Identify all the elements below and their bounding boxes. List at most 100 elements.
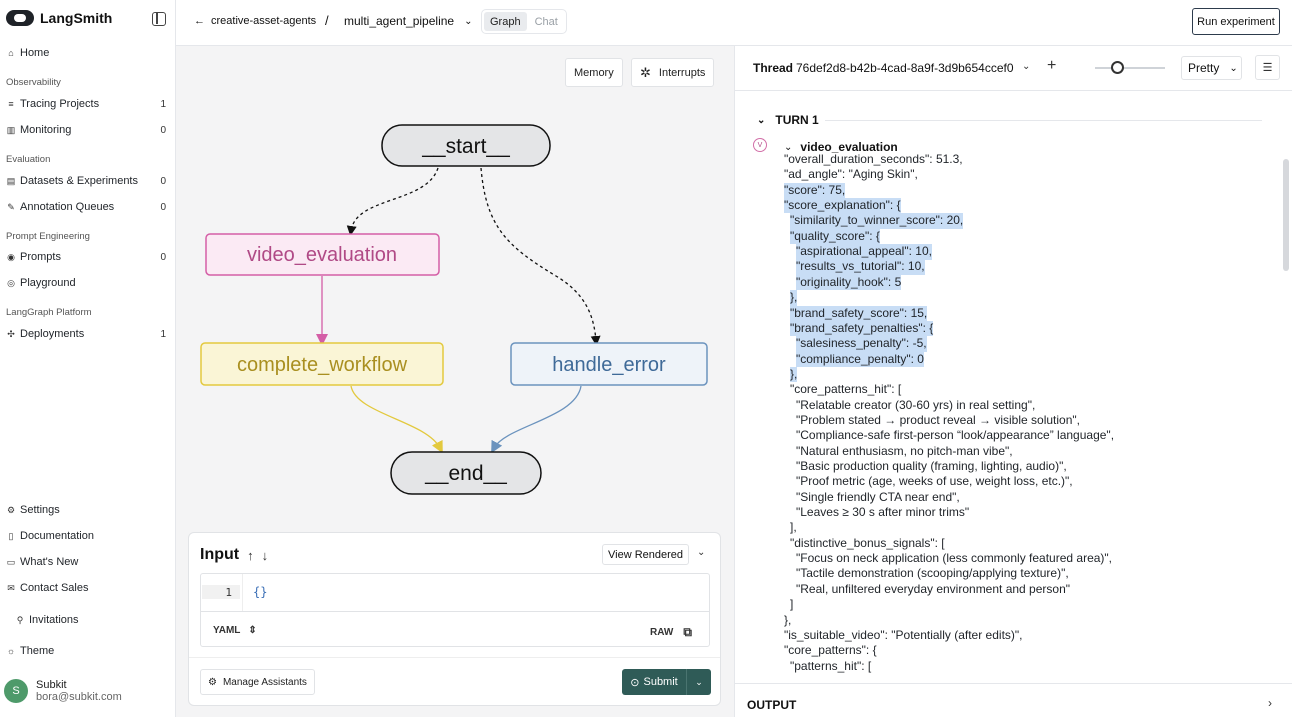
- json-line: "Natural enthusiasm, no pitch-man vibe",: [796, 443, 1013, 458]
- format-select-label: Pretty: [1188, 61, 1220, 75]
- format-selector[interactable]: YAML ⇕: [213, 625, 257, 636]
- edge-start-video-evaluation: [346, 167, 439, 236]
- arrow-up-icon[interactable]: ↑: [247, 547, 254, 563]
- thread-header: Thread 76def2d8-b42b-4cad-8a9f-3d9b654cc…: [735, 46, 1292, 91]
- json-line: "brand_safety_penalties": {: [790, 320, 934, 337]
- json-line: "core_patterns_hit": [: [790, 382, 902, 397]
- tab-chat[interactable]: Chat: [534, 15, 558, 28]
- manage-assistants-label: Manage Assistants: [222, 676, 307, 688]
- output-section[interactable]: OUTPUT ›: [735, 683, 1292, 717]
- submit-main[interactable]: ⊙ Submit: [622, 669, 687, 695]
- slider-thumb[interactable]: [1111, 61, 1124, 74]
- editor-footer: YAML ⇕ RAW ⧉: [201, 611, 709, 648]
- graph-selector[interactable]: multi_agent_pipeline ⌄: [344, 14, 472, 28]
- thread-id[interactable]: 76def2d8-b42b-4cad-8a9f-3d9b654ccef0: [796, 61, 1014, 75]
- chevron-down-icon: ⌄: [757, 114, 766, 126]
- sidebar-item-playground[interactable]: ◎ Playground: [6, 273, 166, 293]
- json-line: "originality_hook": 5: [796, 274, 902, 291]
- run-experiment-button[interactable]: Run experiment: [1192, 8, 1280, 35]
- turn-header[interactable]: ⌄ TURN 1: [757, 113, 819, 127]
- sidebar-item-monitoring[interactable]: ▥ Monitoring 0: [6, 120, 166, 140]
- raw-label: RAW: [650, 627, 674, 638]
- sidebar-item-count: 0: [160, 201, 166, 213]
- sidebar-item-label: Deployments: [20, 328, 85, 340]
- memory-button[interactable]: Memory: [565, 58, 623, 87]
- manage-assistants-button[interactable]: ⚙ Manage Assistants: [200, 669, 315, 695]
- chevron-down-icon: ⌄: [784, 141, 793, 153]
- chevron-right-icon[interactable]: ›: [1268, 696, 1272, 710]
- submit-button[interactable]: ⊙ Submit ⌄: [622, 669, 711, 695]
- sidebar-item-deployments[interactable]: ✣ Deployments 1: [6, 324, 166, 344]
- copy-icon[interactable]: ⧉: [683, 625, 692, 639]
- tab-graph[interactable]: Graph: [484, 12, 527, 31]
- turn-divider: [825, 120, 1262, 121]
- logo[interactable]: LangSmith: [6, 10, 112, 26]
- chevron-down-icon: ⌄: [1229, 62, 1238, 74]
- json-line: "aspirational_appeal": 10,: [796, 244, 932, 260]
- input-title: Input ↑ ↓: [200, 546, 268, 564]
- sidebar-item-count: 1: [160, 98, 166, 110]
- node-complete-workflow-label: complete_workflow: [237, 354, 408, 376]
- editor-gutter: 1: [201, 574, 243, 611]
- sidebar-toggle-icon[interactable]: [152, 12, 166, 26]
- node-video-evaluation: [205, 233, 440, 276]
- json-line: },: [784, 612, 792, 627]
- json-line: "Focus on neck application (less commonl…: [796, 551, 1113, 566]
- list-icon: ≡: [8, 99, 14, 109]
- scrollbar[interactable]: [1283, 159, 1289, 271]
- back-breadcrumb[interactable]: ← creative-asset-agents: [194, 15, 316, 27]
- sidebar-item-annotation-queues[interactable]: ✎ Annotation Queues 0: [6, 197, 166, 217]
- edge-complete-workflow-end: [350, 385, 443, 454]
- chevron-down-icon[interactable]: ⌄: [1022, 61, 1031, 72]
- prompt-icon: ◉: [7, 251, 15, 262]
- breadcrumb-project: creative-asset-agents: [211, 15, 317, 27]
- arrow-down-icon[interactable]: ↓: [261, 547, 269, 563]
- step-header[interactable]: ⌄ video_evaluation: [784, 140, 898, 154]
- line-number: 1: [202, 585, 240, 599]
- json-line: "overall_duration_seconds": 51.3,: [784, 152, 963, 166]
- graph-name: multi_agent_pipeline: [344, 14, 455, 28]
- sidebar-item-theme[interactable]: ☼ Theme: [6, 641, 166, 661]
- editor-code[interactable]: {}: [253, 585, 268, 599]
- sidebar-item-tracing-projects[interactable]: ≡ Tracing Projects 1: [6, 94, 166, 114]
- json-line: "score_explanation": {: [784, 198, 901, 214]
- json-line: "Problem stated → product reveal → visib…: [796, 412, 1080, 427]
- sidebar-item-datasets[interactable]: ▤ Datasets & Experiments 0: [6, 171, 166, 191]
- sidebar-item-invitations[interactable]: ⚲ Invitations: [15, 610, 175, 630]
- json-line: "core_patterns": {: [784, 643, 877, 658]
- sidebar-item-contact-sales[interactable]: ✉ Contact Sales: [6, 578, 166, 598]
- json-line: "Basic production quality (framing, ligh…: [796, 459, 1067, 473]
- gear-icon: ⚙: [6, 504, 16, 515]
- sidebar-item-count: 0: [160, 175, 166, 187]
- history-slider[interactable]: [1095, 61, 1165, 74]
- view-toggle: Graph Chat: [481, 9, 567, 34]
- sidebar-item-whats-new[interactable]: ▭ What's New: [6, 552, 166, 572]
- json-line: "Proof metric (age, weeks of use, weight…: [796, 474, 1073, 489]
- edge-start-handle-error: [480, 167, 601, 346]
- sidebar-item-documentation[interactable]: ▯ Documentation: [6, 526, 166, 546]
- node-start-label: __start__: [421, 135, 510, 158]
- format-select[interactable]: Pretty ⌄: [1181, 56, 1242, 80]
- sidebar-item-home[interactable]: ⌂ Home: [6, 43, 166, 63]
- plus-icon[interactable]: +: [1047, 57, 1057, 74]
- code-editor[interactable]: 1 {} YAML ⇕ RAW ⧉: [200, 573, 710, 647]
- sidebar-item-label: Tracing Projects: [20, 98, 100, 110]
- graph-canvas[interactable]: __start__ video_evaluation complete_work…: [176, 46, 734, 717]
- raw-toggle[interactable]: RAW ⧉: [650, 625, 692, 640]
- user-profile[interactable]: S Subkit bora@subkit.com: [4, 679, 122, 703]
- book-icon: ▯: [8, 530, 14, 541]
- view-rendered-button[interactable]: View Rendered: [602, 544, 690, 565]
- json-line: "brand_safety_score": 15,: [790, 305, 928, 321]
- sidebar-item-count: 0: [160, 251, 166, 263]
- chevron-down-icon[interactable]: ⌄: [697, 547, 706, 558]
- json-line: "results_vs_tutorial": 10,: [796, 259, 925, 275]
- sidebar-item-settings[interactable]: ⚙ Settings: [6, 500, 166, 520]
- interrupts-button[interactable]: ✲ Interrupts: [631, 58, 715, 87]
- json-line: "ad_angle": "Aging Skin",: [784, 167, 918, 182]
- play-icon: ◎: [7, 277, 15, 288]
- chevron-updown-icon: ⇕: [248, 625, 257, 636]
- sidebar-item-prompts[interactable]: ◉ Prompts 0: [6, 247, 166, 267]
- database-icon[interactable]: ☰: [1255, 55, 1280, 80]
- chevron-down-icon[interactable]: ⌄: [695, 676, 703, 687]
- json-line: "similarity_to_winner_score": 20,: [790, 213, 964, 229]
